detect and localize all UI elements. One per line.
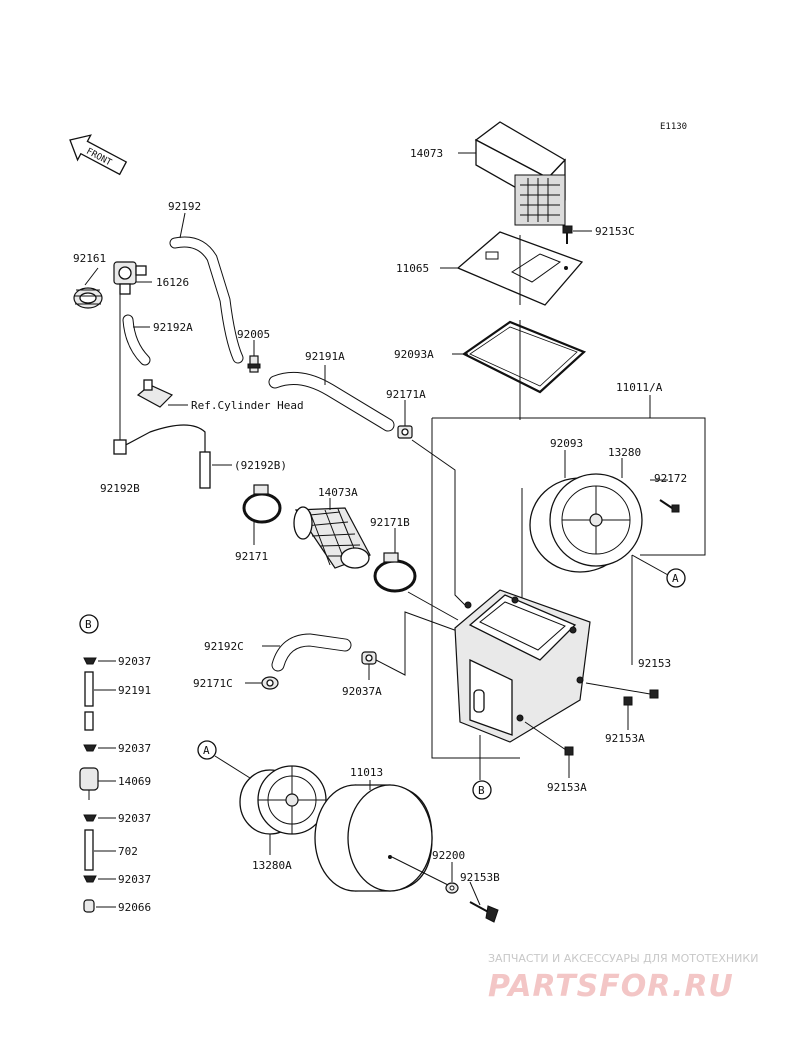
side-list-code: 92037 xyxy=(118,655,151,668)
callout-92200: 92200 xyxy=(432,849,465,862)
bolt-92153C-icon xyxy=(562,225,573,244)
ref-cylinder-head: Ref.Cylinder Head xyxy=(191,399,304,412)
cover-13280 xyxy=(529,473,643,573)
callout-11065: 11065 xyxy=(396,262,429,275)
side-list-code: 702 xyxy=(118,845,138,858)
callout-14073A: 14073A xyxy=(318,486,358,499)
marker-a-lower: A xyxy=(197,740,217,760)
callout-92153B: 92153B xyxy=(460,871,500,884)
callout-92093A: 92093A xyxy=(394,348,434,361)
callout-92153A-upper: 92153A xyxy=(605,732,645,745)
clamp-92171A-icon xyxy=(397,425,413,439)
callout-13280: 13280 xyxy=(608,446,641,459)
gasket-92093A xyxy=(461,320,587,394)
callout-92172: 92172 xyxy=(654,472,687,485)
filter-element-14073 xyxy=(474,121,567,226)
callout-92171C: 92171C xyxy=(193,677,233,690)
marker-b-center: B xyxy=(472,780,492,800)
clip-92037-icon xyxy=(83,814,97,822)
air-box-housing xyxy=(454,589,591,743)
clamp-92037A-icon xyxy=(361,651,377,665)
side-list-code: 92191 xyxy=(118,684,151,697)
marker-b-side: B xyxy=(79,614,99,634)
side-list-code: 92066 xyxy=(118,901,151,914)
callout-92037A: 92037A xyxy=(342,685,382,698)
clamp-92171B xyxy=(373,552,417,593)
side-list-code: 92037 xyxy=(118,873,151,886)
clip-92037-icon xyxy=(83,744,97,752)
callout-92161: 92161 xyxy=(73,252,106,265)
callout-92192A: 92192A xyxy=(153,321,193,334)
wing-bolt-92153B-icon xyxy=(469,901,499,923)
side-list-code: 14069 xyxy=(118,775,151,788)
cap-92066-icon xyxy=(83,899,95,913)
callout-11013: 11013 xyxy=(350,766,383,779)
marker-a-upper-label: A xyxy=(672,572,679,585)
valve-16126 xyxy=(113,261,147,295)
callout-92153: 92153 xyxy=(638,657,671,670)
cap-92161 xyxy=(73,287,103,309)
marker-b-side-label: B xyxy=(85,618,92,631)
fitting-92005-icon xyxy=(247,355,261,373)
filter-element-11013 xyxy=(314,784,433,892)
clip-92037-icon xyxy=(83,875,97,883)
clamp-92171C-icon xyxy=(261,676,279,690)
callout-92171A: 92171A xyxy=(386,388,426,401)
washer-92200-icon xyxy=(445,882,459,894)
callout-92192: 92192 xyxy=(168,200,201,213)
fuel-filter-14069-icon xyxy=(79,767,99,800)
callout-92153C: 92153C xyxy=(595,225,635,238)
marker-b-center-label: B xyxy=(478,784,485,797)
watermark-tagline: ЗАПЧАСТИ И АКСЕССУАРЫ ДЛЯ МОТОТЕХНИКИ xyxy=(488,952,758,965)
callout-13280A: 13280A xyxy=(252,859,292,872)
marker-a-lower-label: A xyxy=(203,744,210,757)
callout-11011A: 11011/A xyxy=(616,381,663,394)
callout-92191A: 92191A xyxy=(305,350,345,363)
callout-92192B-paren: (92192B) xyxy=(234,459,287,472)
bolt-92153A-lower-icon xyxy=(564,746,574,756)
side-list-code: 92037 xyxy=(118,742,151,755)
callout-16126: 16126 xyxy=(156,276,189,289)
ref-code: E1130 xyxy=(660,122,687,132)
callout-14073: 14073 xyxy=(410,147,443,160)
tube-92191 xyxy=(84,671,94,707)
tube-702 xyxy=(84,829,94,871)
callout-92192C: 92192C xyxy=(204,640,244,653)
clamp-92171 xyxy=(242,484,282,524)
screw-92172-icon xyxy=(659,499,680,513)
duct-14073A xyxy=(293,506,371,569)
bolt-92153A-upper-icon xyxy=(623,696,633,706)
clip-92037-icon xyxy=(83,657,97,665)
marker-a-upper: A xyxy=(666,568,686,588)
callout-92153A-lower: 92153A xyxy=(547,781,587,794)
watermark-logo: PARTSFOR.RU xyxy=(488,969,734,1004)
callout-92171: 92171 xyxy=(235,550,268,563)
front-arrow-icon: FRONT xyxy=(69,134,128,176)
side-list-code: 92037 xyxy=(118,812,151,825)
filter-cage-13280A xyxy=(239,765,327,835)
cylinder-head-fitting xyxy=(136,379,174,408)
bolt-92153-icon xyxy=(649,689,659,699)
callout-92192B: 92192B xyxy=(100,482,140,495)
hose-92192B xyxy=(119,424,206,486)
callout-92171B: 92171B xyxy=(370,516,410,529)
callout-92093: 92093 xyxy=(550,437,583,450)
callout-92005: 92005 xyxy=(237,328,270,341)
